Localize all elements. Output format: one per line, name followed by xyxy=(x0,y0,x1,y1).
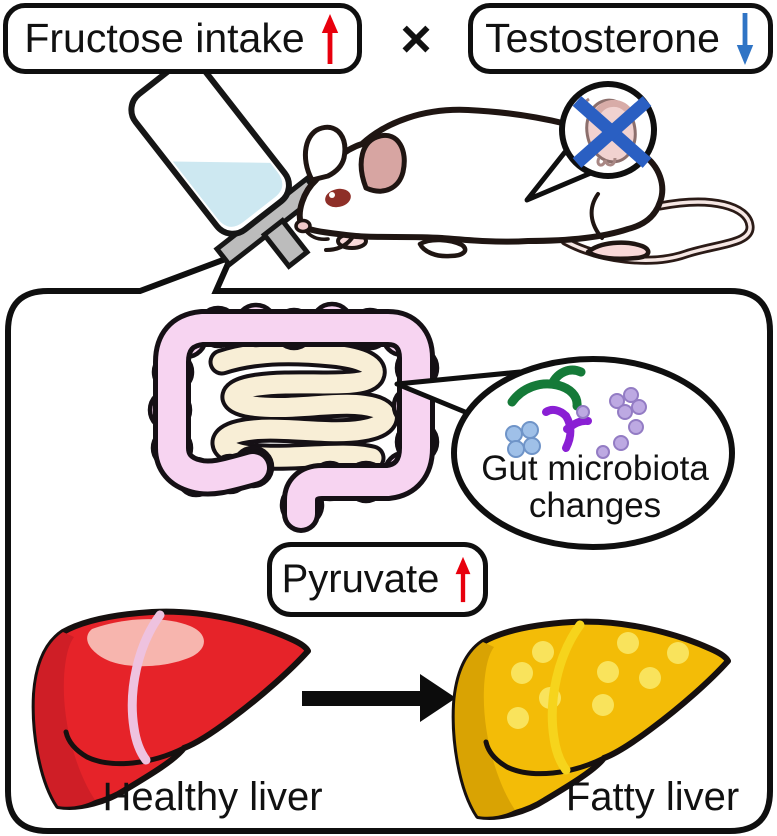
liver-transition-arrow xyxy=(302,674,456,722)
gut-microbiota-line1: Gut microbiota xyxy=(481,449,709,488)
bottle-liquid xyxy=(172,161,283,227)
up-arrow-icon xyxy=(321,13,338,64)
pyruvate-label: Pyruvate xyxy=(281,557,440,601)
blue-cross-icon xyxy=(572,96,652,168)
gut-microbiota-text: Gut microbiota changes xyxy=(453,450,737,524)
small-intestine xyxy=(212,343,395,468)
down-arrow-icon xyxy=(736,12,754,65)
castration-callout xyxy=(524,81,657,203)
fatty-liver-icon xyxy=(451,618,731,820)
mouse-front-paw xyxy=(417,237,468,259)
blue-cocci-icon xyxy=(505,421,541,458)
bubble-ellipse xyxy=(451,356,735,550)
healthy-liver-label: Healthy liver xyxy=(102,775,323,819)
healthy-liver-icon xyxy=(31,608,311,810)
up-arrow-icon xyxy=(456,556,471,603)
liver-ligament xyxy=(127,610,165,765)
pyruvate-box: Pyruvate xyxy=(267,542,488,617)
water-bottle-icon xyxy=(128,58,323,270)
mouse-far-ear xyxy=(302,124,348,183)
times-operator: × xyxy=(400,9,432,69)
colon xyxy=(158,314,430,528)
mouse-hind-foot xyxy=(585,240,651,261)
bacteria-icons xyxy=(507,365,592,452)
testosterone-box: Testosterone xyxy=(468,3,773,74)
lavender-cocci-icon xyxy=(576,387,647,459)
fructose-intake-label: Fructose intake xyxy=(24,15,305,61)
intestine-icon xyxy=(147,301,440,533)
mouse-near-ear xyxy=(358,133,407,194)
fat-droplets xyxy=(507,632,689,729)
green-rod-bacterium-icon xyxy=(507,379,582,411)
bottle-spout xyxy=(260,217,311,270)
gut-microbiota-line2: changes xyxy=(528,486,662,525)
fructose-intake-box: Fructose intake xyxy=(3,3,362,74)
testosterone-label: Testosterone xyxy=(485,15,720,61)
mouse-nose xyxy=(294,218,312,234)
mouse-icon xyxy=(294,106,755,265)
fatty-liver-label: Fatty liver xyxy=(565,775,740,819)
fatty-liver-ligament xyxy=(547,620,585,775)
gut-microbiota-bubble xyxy=(394,356,735,550)
